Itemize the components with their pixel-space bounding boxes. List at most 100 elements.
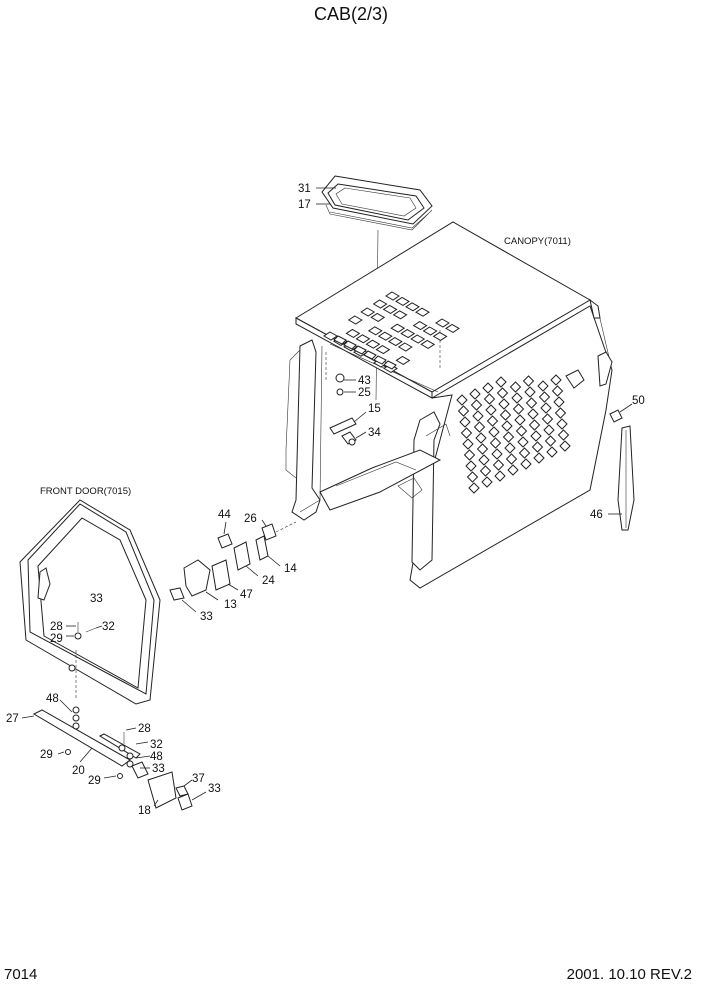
side-mesh-cell bbox=[517, 436, 529, 448]
side-mesh-cell bbox=[485, 404, 497, 416]
callout-33-hinge: 33 bbox=[90, 593, 103, 605]
side-mesh-cell bbox=[488, 426, 500, 438]
hinge-parts bbox=[123, 523, 277, 613]
roof-vent-cell bbox=[422, 326, 438, 336]
callout-32-door: 32 bbox=[102, 621, 115, 633]
callout-50: 50 bbox=[632, 395, 645, 407]
side-mesh-cell bbox=[462, 438, 474, 450]
side-mesh-cell bbox=[466, 471, 479, 483]
side-mesh-cell bbox=[468, 482, 480, 494]
side-mesh-cell bbox=[512, 403, 525, 415]
side-mesh-cell bbox=[504, 442, 516, 454]
side-mesh-cell bbox=[553, 396, 565, 408]
side-mesh-cell bbox=[522, 375, 535, 387]
callout-31: 31 bbox=[298, 183, 311, 195]
callout-18: 18 bbox=[138, 805, 151, 817]
roof-vent-cell bbox=[390, 323, 406, 333]
vent-strip-cell bbox=[343, 340, 357, 350]
side-mesh-cell bbox=[559, 440, 571, 452]
callout-32-latch: 32 bbox=[150, 739, 163, 751]
side-mesh-cell bbox=[470, 399, 483, 411]
side-mesh-cell bbox=[475, 432, 487, 444]
side-mesh-cell bbox=[463, 449, 476, 461]
side-mesh-cell bbox=[479, 465, 492, 477]
callout-48-right: 48 bbox=[150, 751, 163, 763]
side-mesh-cell bbox=[527, 408, 539, 420]
side-mesh-cell bbox=[494, 470, 506, 482]
side-mesh-cell bbox=[525, 397, 538, 409]
side-mesh-cell bbox=[531, 441, 544, 453]
callout-46: 46 bbox=[590, 509, 603, 521]
side-mesh-cell bbox=[551, 385, 564, 397]
roof-vent-cell bbox=[410, 334, 426, 344]
side-mesh-cell bbox=[489, 437, 502, 449]
callout-14: 14 bbox=[284, 563, 297, 575]
callout-33-bottom: 33 bbox=[208, 783, 221, 795]
side-mesh-cell bbox=[499, 409, 512, 421]
roof-vent-cell bbox=[370, 312, 386, 322]
roof-vent-cell bbox=[392, 310, 408, 320]
callout-28-latch: 28 bbox=[138, 723, 151, 735]
side-mesh-cell bbox=[543, 424, 555, 436]
roof-vent-cell bbox=[345, 328, 361, 338]
side-mesh-cell bbox=[481, 476, 493, 488]
side-mesh-grid bbox=[456, 374, 571, 494]
callout-44: 44 bbox=[218, 509, 231, 521]
side-mesh-cell bbox=[501, 420, 513, 432]
roof-vent-cell bbox=[385, 291, 400, 301]
side-mesh-cell bbox=[515, 425, 528, 437]
roof-vent-cell bbox=[432, 331, 448, 341]
side-mesh-cell bbox=[465, 460, 477, 472]
callout-34: 34 bbox=[368, 427, 381, 439]
side-mesh-cell bbox=[483, 393, 496, 405]
canopy-caption: CANOPY(7011) bbox=[504, 236, 571, 247]
roof-vent-cell bbox=[355, 334, 371, 344]
side-mesh-cell bbox=[472, 410, 484, 422]
callout-33-lower-hinge: 33 bbox=[200, 611, 213, 623]
side-mesh-cell bbox=[538, 391, 551, 403]
side-mesh-cell bbox=[524, 386, 536, 398]
roof-vent-cell bbox=[435, 318, 450, 328]
side-mesh-cell bbox=[541, 413, 554, 425]
side-mesh-cell bbox=[556, 418, 568, 430]
side-mesh-cell bbox=[511, 392, 523, 404]
side-mesh-cell bbox=[557, 429, 570, 441]
side-mesh-cell bbox=[486, 415, 499, 427]
side-mesh-cell bbox=[528, 419, 541, 431]
side-mesh-cell bbox=[456, 394, 468, 406]
gas-strut bbox=[609, 409, 635, 531]
callout-43: 43 bbox=[358, 375, 371, 387]
roof-vent-cell bbox=[420, 339, 436, 349]
side-mesh-cell bbox=[457, 405, 470, 417]
callout-25: 25 bbox=[358, 387, 371, 399]
roof-vent-cell bbox=[445, 323, 460, 333]
side-mesh-cell bbox=[514, 414, 526, 426]
roof-vent-cell bbox=[412, 321, 428, 331]
roof-vent-cell bbox=[405, 302, 420, 312]
callout-20: 20 bbox=[72, 765, 85, 777]
side-mesh-cell bbox=[530, 430, 542, 442]
roof-vent-cell bbox=[395, 355, 411, 365]
side-mesh-cell bbox=[540, 402, 552, 414]
roof-vent-cell bbox=[400, 329, 416, 339]
callout-29-door: 29 bbox=[50, 633, 63, 645]
roof-vent-cell bbox=[323, 331, 338, 341]
side-mesh-cell bbox=[502, 431, 515, 443]
roof-vent-cell bbox=[387, 337, 403, 347]
revision-date: 2001. 10.10 REV.2 bbox=[566, 966, 692, 983]
side-mesh-cell bbox=[509, 381, 522, 393]
roof-vent-cell bbox=[375, 345, 391, 355]
side-mesh-cell bbox=[482, 382, 494, 394]
callout-27: 27 bbox=[6, 713, 19, 725]
page-code: 7014 bbox=[4, 966, 38, 983]
side-mesh-cell bbox=[491, 448, 503, 460]
front-door-caption: FRONT DOOR(7015) bbox=[40, 486, 131, 497]
door-latch-assembly bbox=[32, 706, 193, 811]
side-mesh-cell bbox=[507, 464, 519, 476]
side-mesh-cell bbox=[492, 459, 505, 471]
roof-vent-cell bbox=[347, 315, 363, 325]
roof-vent-cell bbox=[367, 326, 383, 336]
vent-strip-cell bbox=[353, 345, 367, 355]
canopy-small-parts bbox=[329, 373, 357, 446]
side-mesh-cell bbox=[546, 446, 558, 458]
